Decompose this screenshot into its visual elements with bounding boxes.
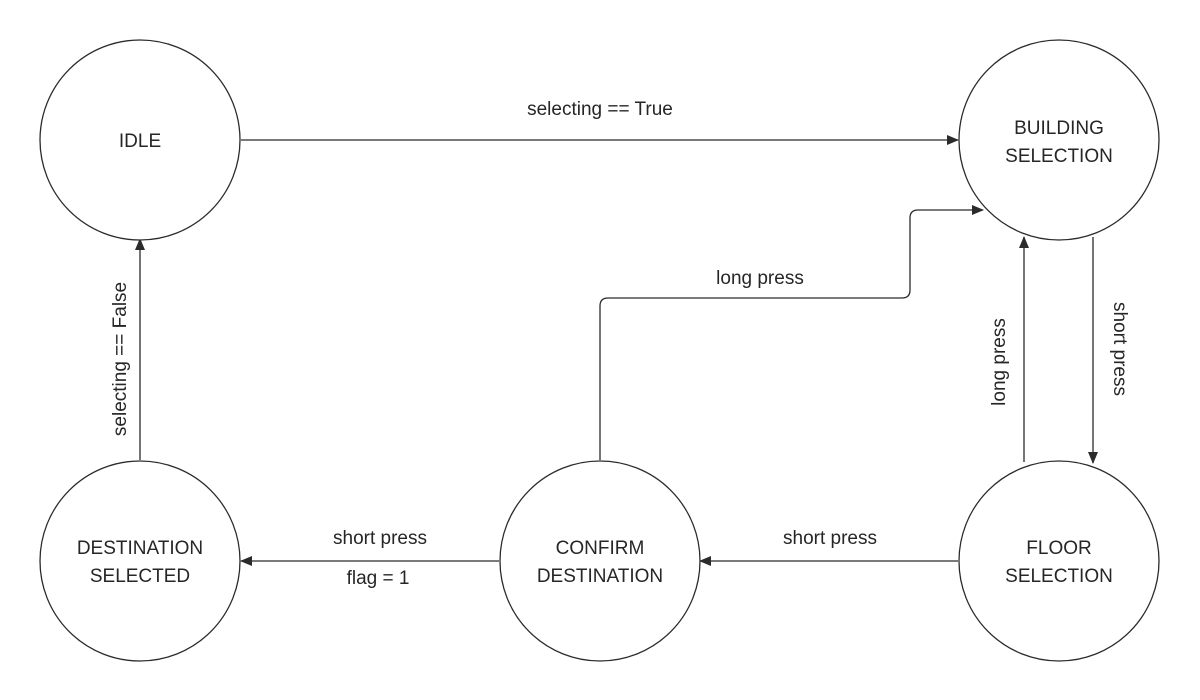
edge-label-building-to-floor-selection: short press	[1109, 302, 1130, 396]
edge-label-confirm-to-destination-selected: short press	[333, 528, 427, 549]
state-confirm-destination-label-line2: DESTINATION	[537, 566, 663, 587]
edge-label-confirm-to-building-selection: long press	[716, 268, 804, 289]
state-destination-selected-label-line1: DESTINATION	[77, 538, 203, 559]
state-destination-selected: DESTINATION SELECTED	[39, 460, 241, 662]
state-floor-selection-circle	[958, 460, 1160, 662]
edge-label-idle-to-building-selection: selecting == True	[527, 99, 673, 120]
edge-label-floor-to-building-selection: long press	[989, 318, 1010, 406]
state-idle: IDLE	[39, 39, 241, 241]
state-floor-selection-label-line1: FLOOR	[1026, 538, 1091, 559]
state-floor-selection-label-line2: SELECTION	[1005, 566, 1113, 587]
edge-confirm-to-building-selection	[599, 205, 984, 460]
edge-label-confirm-to-destination-selected-flag: flag = 1	[347, 568, 410, 589]
edge-label-destination-selected-to-idle: selecting == False	[110, 282, 131, 436]
state-confirm-destination-label-line1: CONFIRM	[556, 538, 645, 559]
state-idle-label: IDLE	[119, 131, 161, 152]
state-building-selection-label-line1: BUILDING	[1014, 118, 1104, 139]
state-destination-selected-label-line2: SELECTED	[90, 566, 190, 587]
edge-label-floor-to-confirm-destination: short press	[783, 528, 877, 549]
state-confirm-destination-circle	[499, 460, 701, 662]
state-building-selection-circle	[958, 39, 1160, 241]
state-idle-circle	[39, 39, 241, 241]
state-building-selection: BUILDING SELECTION	[958, 39, 1160, 241]
state-building-selection-label-line2: SELECTION	[1005, 146, 1113, 167]
state-confirm-destination: CONFIRM DESTINATION	[499, 460, 701, 662]
state-floor-selection: FLOOR SELECTION	[958, 460, 1160, 662]
state-destination-selected-circle	[39, 460, 241, 662]
